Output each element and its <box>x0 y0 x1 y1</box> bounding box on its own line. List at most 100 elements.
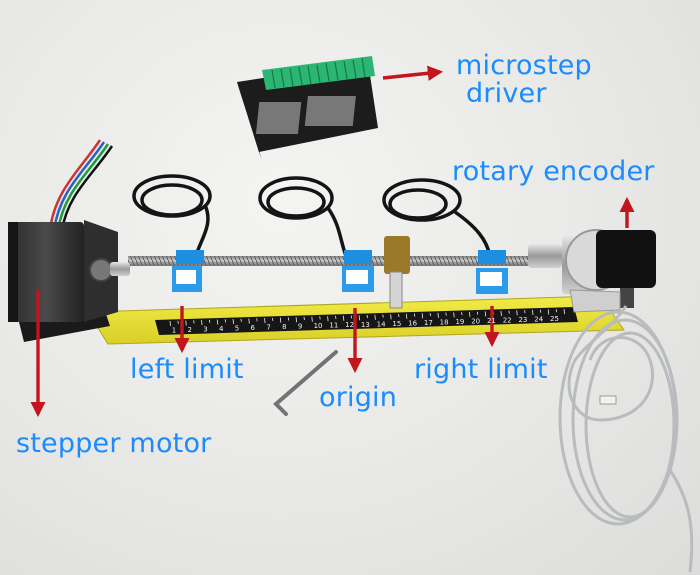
ruler-tick <box>240 318 242 322</box>
ruler-tick <box>547 309 550 315</box>
cable-tie <box>599 395 617 405</box>
ruler-number: 22 <box>503 316 512 324</box>
ruler-number: 7 <box>266 324 270 332</box>
ruler-tick <box>484 311 487 317</box>
label-left-limit: left limit <box>130 354 244 385</box>
ruler-tick <box>358 315 361 321</box>
hex-key <box>273 350 338 416</box>
ruler-tick <box>532 309 534 315</box>
ruler-tick <box>311 316 313 322</box>
ruler-tick <box>366 314 368 319</box>
ruler-tick <box>303 316 305 320</box>
ruler-tick <box>382 314 384 318</box>
ruler-number: 17 <box>424 319 433 327</box>
label-microstep-line2: driver <box>466 78 547 110</box>
ruler-tick <box>508 310 510 314</box>
ruler-tick <box>209 319 211 323</box>
ruler-tick <box>374 314 376 320</box>
label-right-limit: right limit <box>414 354 548 385</box>
rotary-encoder-body <box>528 229 656 313</box>
limit-sensor-origin <box>342 250 374 292</box>
ruler-tick <box>185 320 187 326</box>
ruler-number: 18 <box>440 318 449 326</box>
left-coupling <box>110 262 130 276</box>
ruler-tick <box>169 320 171 327</box>
ruler-tick <box>398 313 400 318</box>
label-origin: origin <box>319 382 398 413</box>
motor-wires <box>48 139 114 231</box>
ruler-number: 3 <box>203 326 207 334</box>
ruler-tick <box>342 315 345 321</box>
ruler-tick <box>390 314 392 320</box>
encoder-cable <box>558 305 694 573</box>
ruler-number: 5 <box>235 325 239 333</box>
ruler-tick <box>177 320 179 324</box>
ruler-tick <box>437 312 439 318</box>
ruler-tick <box>539 309 542 313</box>
ruler-tick <box>413 313 416 317</box>
ruler-tick <box>524 310 526 314</box>
ruler-number: 25 <box>550 315 559 323</box>
ruler-tick <box>445 312 447 316</box>
ruler-tick <box>201 320 203 326</box>
ruler-number: 20 <box>471 317 480 325</box>
ruler-number: 4 <box>219 325 224 333</box>
ruler-tick <box>453 312 455 318</box>
ruler-tick <box>264 318 266 324</box>
ruler-number: 19 <box>455 318 464 326</box>
ruler-tick <box>406 313 408 319</box>
ruler-number: 21 <box>487 317 496 325</box>
ruler-tick <box>350 315 353 319</box>
limit-sensor-left <box>172 250 204 292</box>
ruler-number: 13 <box>361 321 370 329</box>
ruler-tick <box>287 317 290 321</box>
label-stepper-motor: stepper motor <box>16 428 212 459</box>
ruler-tick <box>335 315 337 320</box>
ruler-tick <box>279 317 282 323</box>
ruler-tick <box>500 310 502 316</box>
ruler-tick <box>555 309 558 313</box>
ruler-number: 8 <box>282 323 286 331</box>
label-rotary-encoder: rotary encoder <box>452 156 655 187</box>
ruler-number: 2 <box>188 326 192 334</box>
ruler-strip <box>155 307 578 335</box>
ruler-tick <box>429 313 431 317</box>
ruler-number: 24 <box>534 315 543 323</box>
ruler-number: 23 <box>518 316 527 324</box>
ruler-tick <box>476 311 479 315</box>
annotation-arrows <box>30 65 635 418</box>
ruler-tick <box>421 313 424 319</box>
ruler-number: 16 <box>408 319 417 327</box>
ruler-tick <box>469 311 471 317</box>
ruler-tick <box>461 312 463 316</box>
ruler-number: 10 <box>314 322 323 330</box>
sensor-cables <box>132 174 492 259</box>
ruler-tick <box>248 318 250 324</box>
microstep-driver-module <box>237 56 378 160</box>
ruler-number: 12 <box>345 321 354 329</box>
label-microstep-driver: microstep driver <box>456 50 592 110</box>
ruler-tick <box>516 310 518 316</box>
ruler-tick <box>232 319 234 325</box>
stepper-motor-body <box>8 220 118 342</box>
ruler-number: 1 <box>172 327 176 335</box>
label-microstep-line1: microstep <box>456 50 592 81</box>
ruler-tick <box>319 316 321 320</box>
carriage-nut <box>384 236 410 309</box>
ruler-number: 11 <box>329 322 338 330</box>
ruler-number: 15 <box>392 320 401 328</box>
ruler-number: 6 <box>251 324 256 332</box>
ruler-number: 9 <box>298 323 302 331</box>
ruler-tick <box>193 320 195 324</box>
lead-screw <box>128 256 538 266</box>
ruler-number: 14 <box>377 320 386 328</box>
ruler-tick <box>327 316 329 322</box>
limit-sensor-right <box>476 250 508 294</box>
ruler-tick <box>272 317 274 321</box>
ruler-tick <box>563 308 565 315</box>
ruler-tick <box>295 317 297 323</box>
ruler-tick <box>216 319 219 325</box>
arrow-to-driver-label <box>382 65 444 81</box>
